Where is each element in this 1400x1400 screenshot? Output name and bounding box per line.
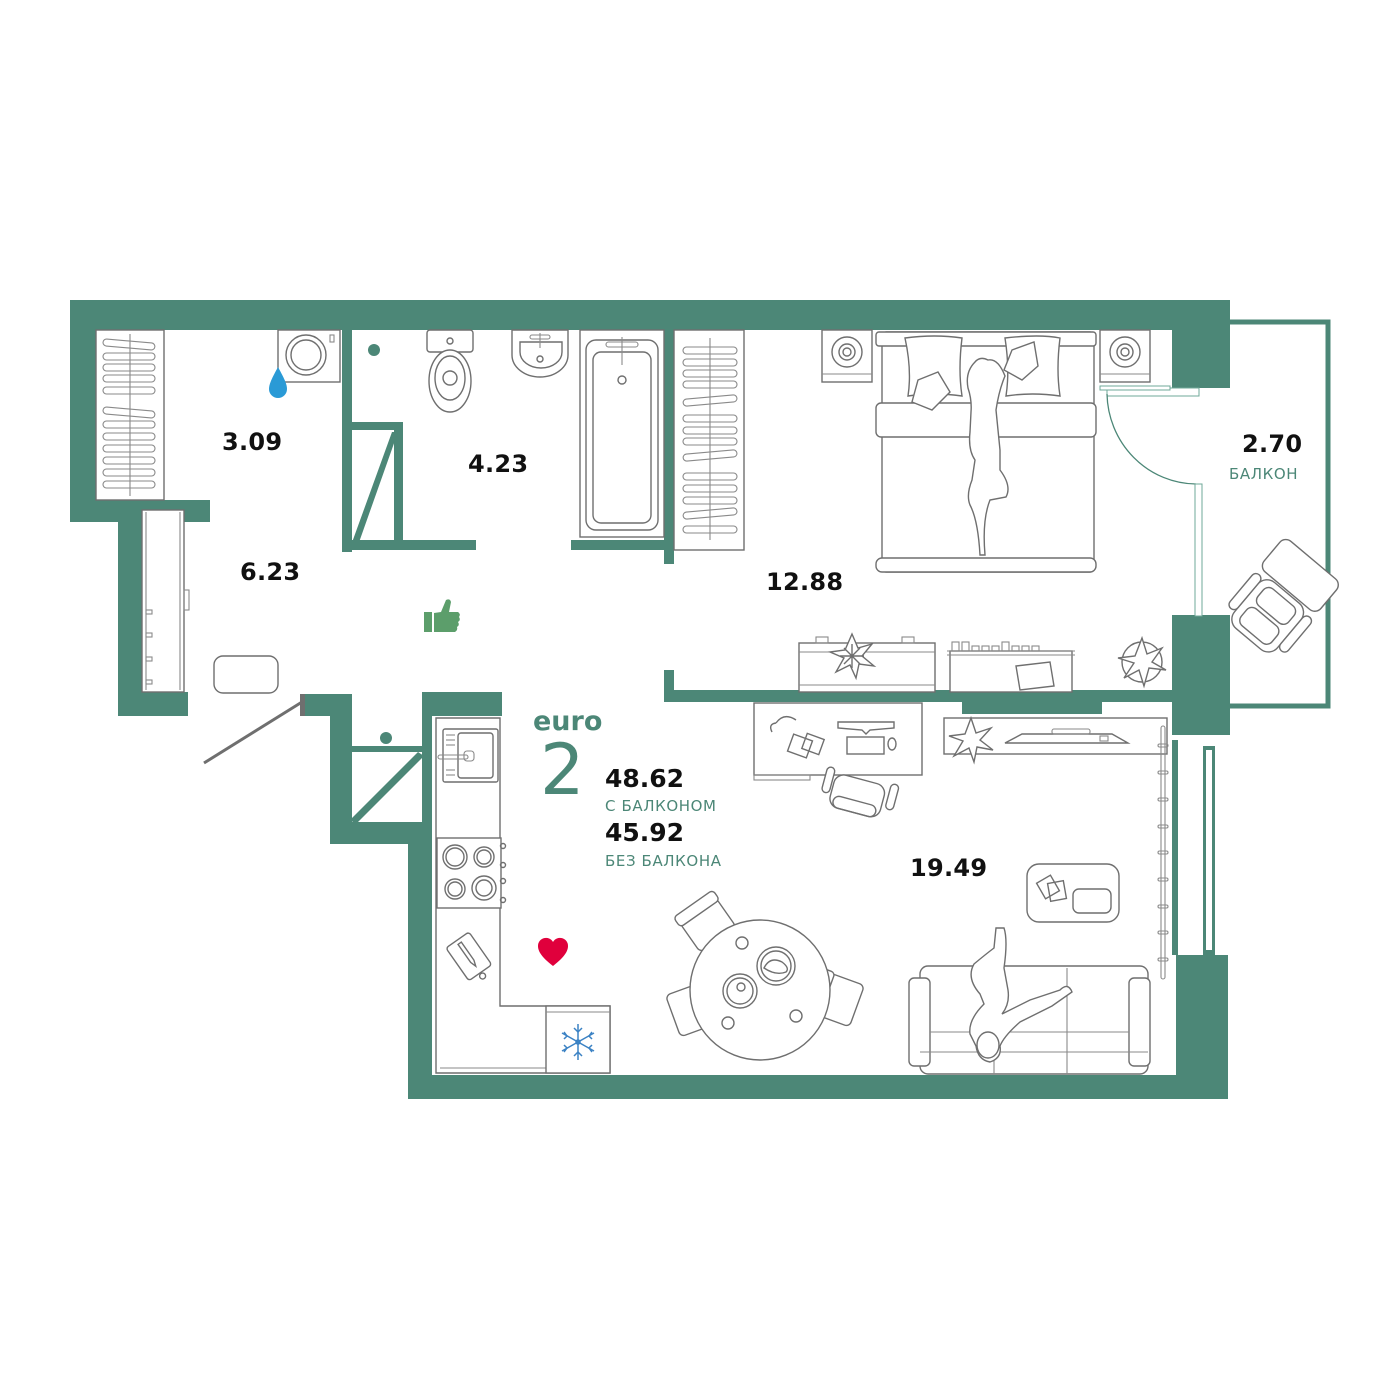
curtain-rail	[1157, 725, 1169, 980]
sleeping-person	[966, 357, 1009, 556]
nightstand-left	[821, 329, 873, 383]
entrance-door-jamb	[300, 694, 305, 716]
sofa	[908, 965, 1151, 1075]
bathroom-area: 4.23	[468, 450, 529, 478]
kitchen-sink	[437, 728, 499, 783]
work-desk	[753, 702, 923, 781]
washing-machine	[277, 329, 341, 383]
plant-tv	[948, 715, 994, 765]
double-bed	[875, 331, 1097, 573]
nightstand-right	[1099, 329, 1151, 383]
balcony-label: БАЛКОН	[1229, 465, 1299, 483]
balcony-chair	[1228, 538, 1339, 653]
cutting-board	[446, 932, 492, 981]
apartment-type-label: euro	[533, 706, 603, 737]
balcony-area: 2.70	[1242, 430, 1303, 458]
plant-dresser	[827, 632, 877, 681]
dining-table	[666, 890, 864, 1061]
wardrobe-rack	[95, 329, 165, 501]
window-sill	[1099, 385, 1171, 391]
bedroom-area: 12.88	[766, 568, 844, 596]
door-mat	[213, 655, 279, 694]
rooms-count: 2	[540, 729, 585, 811]
with-balcony-label: С БАЛКОНОМ	[605, 797, 717, 815]
heart-icon	[537, 937, 569, 966]
drain-point	[368, 344, 380, 356]
wardrobe-area: 3.09	[222, 428, 283, 456]
bathtub	[579, 329, 665, 538]
dresser	[798, 636, 936, 693]
bedroom-wardrobe	[673, 329, 745, 551]
living-area: 19.49	[910, 854, 988, 882]
water-drop-icon	[269, 367, 287, 398]
thumbs-up-icon	[424, 599, 460, 632]
bookshelf	[947, 641, 1075, 693]
without-balcony-label: БЕЗ БАЛКОНА	[605, 852, 722, 870]
hallway-area: 6.23	[240, 558, 301, 586]
riser-point	[380, 732, 392, 744]
hallway-wardrobe	[141, 509, 190, 693]
coffee-table	[1026, 863, 1120, 923]
office-chair	[821, 766, 900, 818]
walls	[70, 300, 1331, 1099]
stove	[436, 837, 507, 909]
snowflake-icon	[561, 1024, 595, 1060]
lounging-person	[969, 927, 1073, 1063]
entrance-door[interactable]	[203, 700, 303, 765]
sink	[511, 329, 569, 378]
toilet	[426, 329, 474, 413]
total-area-with-balcony: 48.62	[605, 764, 685, 793]
plant-corner	[1117, 635, 1167, 689]
total-area-without-balcony: 45.92	[605, 818, 685, 847]
balcony-door[interactable]	[1106, 387, 1203, 617]
